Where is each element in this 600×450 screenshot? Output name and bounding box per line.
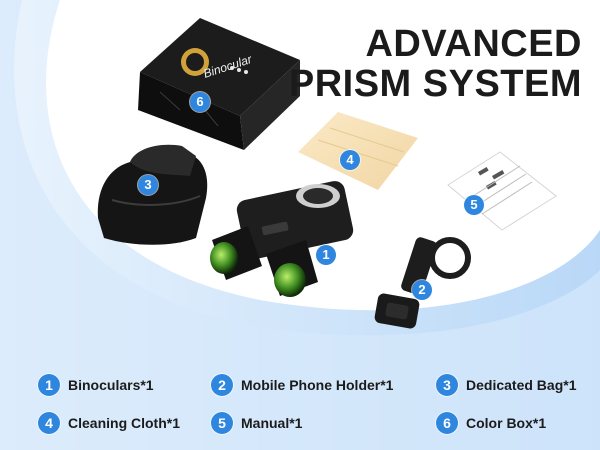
cleaning-cloth-image (298, 112, 418, 190)
headline-line-1: ADVANCED (365, 23, 582, 65)
contents-number: 3 (436, 374, 458, 396)
contents-number: 2 (211, 374, 233, 396)
marker-dedicated-bag: 3 (138, 175, 158, 195)
marker-cleaning-cloth: 4 (340, 150, 360, 170)
contents-number: 1 (38, 374, 60, 396)
marker-color-box: 6 (190, 92, 210, 112)
color-box-image: Binocular (138, 18, 300, 150)
contents-item-cleaning-cloth: 4 Cleaning Cloth*1 (38, 410, 180, 436)
contents-number: 5 (211, 412, 233, 434)
marker-binoculars: 1 (316, 245, 336, 265)
contents-label: Cleaning Cloth*1 (68, 415, 181, 431)
contents-item-manual: 5 Manual*1 (211, 410, 302, 436)
contents-item-binoculars: 1 Binoculars*1 (38, 372, 154, 398)
contents-label: Binoculars*1 (68, 377, 154, 393)
marker-manual: 5 (464, 195, 484, 215)
contents-number: 4 (38, 412, 60, 434)
contents-label: Mobile Phone Holder*1 (241, 377, 394, 393)
contents-item-color-box: 6 Color Box*1 (436, 410, 546, 436)
manual-image (447, 151, 557, 231)
contents-item-phone-holder: 2 Mobile Phone Holder*1 (211, 372, 393, 398)
headline-line-2: PRISM SYSTEM (288, 63, 582, 105)
contents-number: 6 (436, 412, 458, 434)
contents-label: Manual*1 (241, 415, 303, 431)
contents-item-dedicated-bag: 3 Dedicated Bag*1 (436, 372, 576, 398)
marker-phone-holder: 2 (412, 280, 432, 300)
dedicated-bag-image (97, 144, 208, 245)
contents-label: Color Box*1 (466, 415, 547, 431)
contents-label: Dedicated Bag*1 (466, 377, 577, 393)
binoculars-image (210, 181, 354, 297)
phone-holder-image (374, 237, 471, 329)
